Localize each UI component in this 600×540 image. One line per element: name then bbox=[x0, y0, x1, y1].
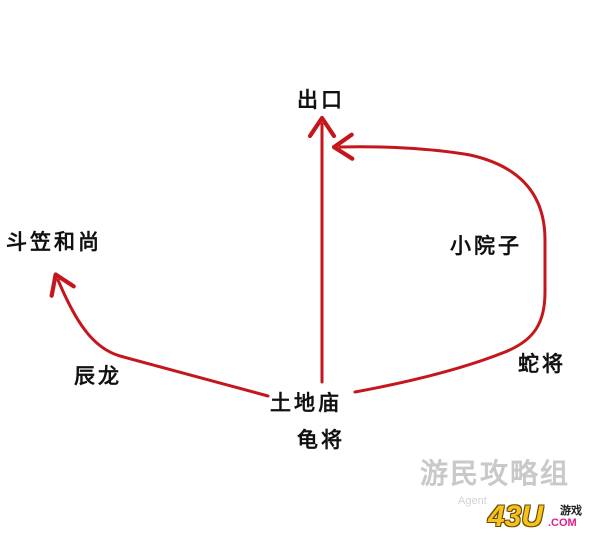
site-watermark: 游民攻略组 bbox=[420, 457, 571, 490]
logo-domain-text: .COM bbox=[548, 517, 577, 529]
logo-game-text: 游戏 bbox=[560, 504, 582, 517]
label-chen-dragon: 辰龙 bbox=[74, 364, 122, 388]
route-temple-via-courtyard-to-exit bbox=[331, 132, 547, 394]
agent-watermark: Agent bbox=[458, 495, 487, 507]
logo-main-text: 43U bbox=[488, 500, 544, 533]
label-snake-general: 蛇将 bbox=[518, 352, 566, 376]
site-logo: 43U 游戏 .COM bbox=[488, 500, 592, 536]
label-turtle-general: 龟将 bbox=[297, 428, 345, 452]
route-temple-to-douli-monk bbox=[49, 272, 270, 398]
label-small-courtyard: 小院子 bbox=[450, 234, 522, 258]
label-douli-monk: 斗笠和尚 bbox=[6, 230, 102, 254]
label-land-temple: 土地庙 bbox=[270, 391, 342, 415]
label-exit: 出口 bbox=[297, 88, 345, 112]
